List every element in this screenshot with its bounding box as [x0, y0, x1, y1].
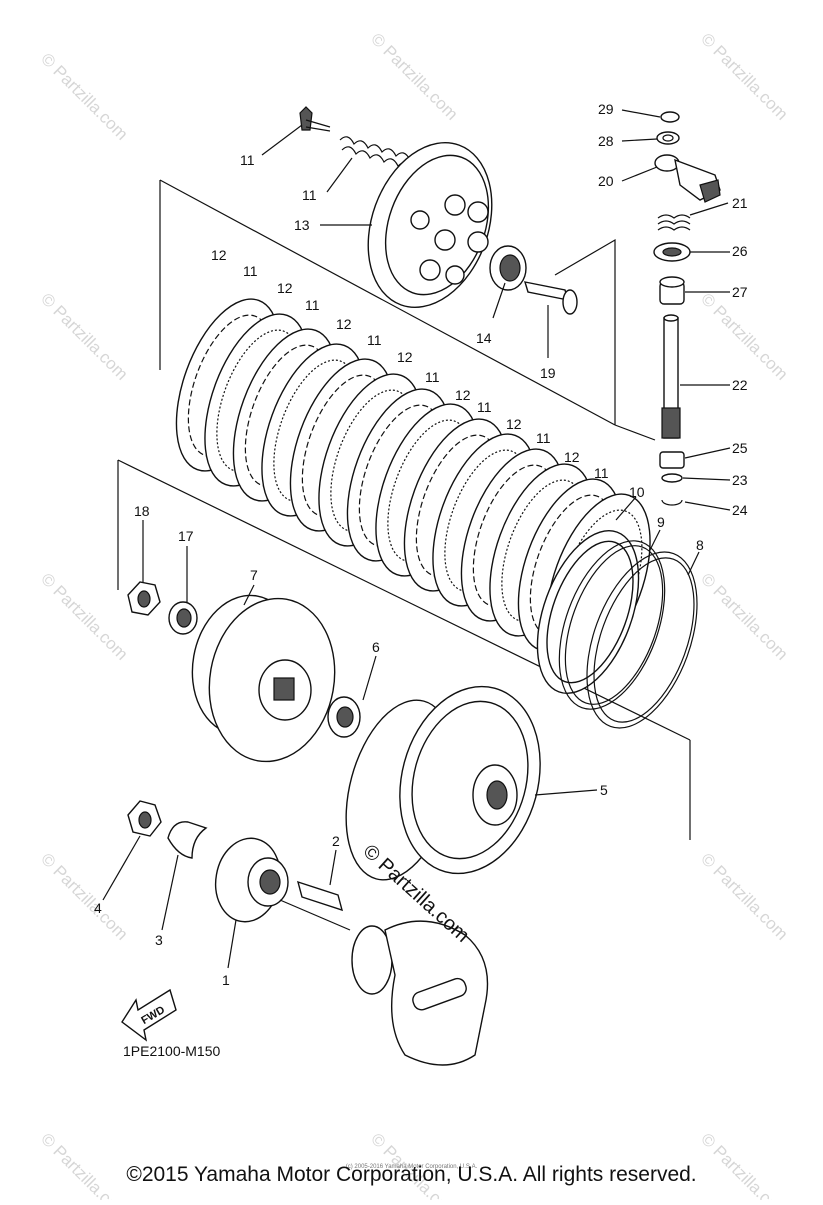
- callout-14: 14: [476, 330, 492, 346]
- part-19-push-rod: [523, 281, 578, 315]
- part-14-bearing: [489, 245, 527, 291]
- callout-4: 4: [94, 900, 102, 916]
- callout-21: 21: [732, 195, 748, 211]
- callout-29: 29: [598, 101, 614, 117]
- callout-5: 5: [600, 782, 608, 798]
- callout-numbers: 11 11 13 14 19 12 11 12 11 12 11 12 11 1…: [94, 101, 748, 988]
- fwd-arrow-icon: FWD: [121, 988, 177, 1042]
- watermark-text: © Partzilla.com: [697, 289, 791, 383]
- callout-12: 12: [277, 280, 293, 296]
- tiny-copyright: (c) 2005-2016 Yamaha Motor Corporation, …: [345, 1164, 478, 1170]
- callout-8: 8: [696, 537, 704, 553]
- part-7-clutch-boss: [191, 594, 336, 763]
- callout-3: 3: [155, 932, 163, 948]
- callout-leaders: [102, 109, 731, 969]
- part-10-9-8-rings: [536, 530, 698, 729]
- part-16-bolt: [299, 106, 331, 132]
- reference-lines: [117, 179, 691, 840]
- watermark-text: © Partzilla.com: [37, 849, 131, 943]
- callout-11: 11: [243, 263, 258, 279]
- part-1-primary-drive-gear: [214, 837, 289, 923]
- callout-15: 11: [302, 187, 317, 203]
- part-6-lock-washer: [327, 696, 361, 738]
- callout-18: 18: [134, 503, 150, 519]
- callout-1: 1: [222, 972, 230, 988]
- watermark-text: © Partzilla.com: [697, 29, 791, 123]
- callout-11: 11: [425, 369, 440, 385]
- part-13-pressure-plate: [367, 141, 493, 309]
- callout-28: 28: [598, 133, 614, 149]
- callout-20: 20: [598, 173, 614, 189]
- part-3-lock-washer: [167, 821, 208, 859]
- part-17-washer: [168, 601, 198, 635]
- part-26-oil-seal: [653, 242, 691, 262]
- part-21-spring: [657, 214, 691, 231]
- part-27-needle-bearing: [659, 276, 685, 305]
- watermark-text: © Partzilla.com: [367, 29, 461, 123]
- part-4-nut: [127, 800, 162, 837]
- callout-13: 13: [294, 217, 310, 233]
- watermark-text: © Partzilla.com: [697, 849, 791, 943]
- part-20-lever: [654, 154, 721, 203]
- callout-10: 10: [629, 484, 645, 500]
- callout-12: 12: [336, 316, 352, 332]
- part-29-28-washers: [656, 111, 680, 145]
- callout-19: 19: [540, 365, 556, 381]
- callout-2: 2: [332, 833, 340, 849]
- callout-16: 11: [240, 152, 255, 168]
- callout-26: 26: [732, 243, 748, 259]
- callout-12: 12: [211, 247, 227, 263]
- callout-12: 12: [506, 416, 522, 432]
- callout-11: 11: [477, 399, 492, 415]
- callout-9: 9: [657, 514, 665, 530]
- callout-11: 11: [536, 430, 551, 446]
- part-22-push-lever-shaft: [661, 314, 681, 439]
- callout-11: 11: [594, 465, 609, 481]
- callout-11: 11: [305, 297, 320, 313]
- part-5-clutch-housing: [345, 685, 541, 881]
- part-25-23-24-bearing-washer-clip: [659, 451, 685, 506]
- callout-7: 7: [250, 567, 258, 583]
- watermark-text: © Partzilla.com: [37, 289, 131, 383]
- copyright-footer: ©2015 Yamaha Motor Corporation, U.S.A. A…: [126, 1163, 697, 1186]
- callout-24: 24: [732, 502, 748, 518]
- callout-11: 11: [367, 332, 382, 348]
- callout-6: 6: [372, 639, 380, 655]
- drawing-code: 1PE2100-M150: [123, 1043, 221, 1059]
- callout-17: 17: [178, 528, 194, 544]
- crankshaft-reference: [279, 899, 489, 1066]
- watermark-text: © Partzilla.com: [37, 49, 131, 143]
- callout-22: 22: [732, 377, 748, 393]
- part-2-straight-key: [296, 880, 344, 912]
- callout-12: 12: [455, 387, 471, 403]
- watermark-text: © Partzilla.com: [697, 569, 791, 663]
- callout-12: 12: [397, 349, 413, 365]
- part-18-nut: [127, 581, 161, 616]
- callout-23: 23: [732, 472, 748, 488]
- callout-12: 12: [564, 449, 580, 465]
- callout-27: 27: [732, 284, 748, 300]
- callout-25: 25: [732, 440, 748, 456]
